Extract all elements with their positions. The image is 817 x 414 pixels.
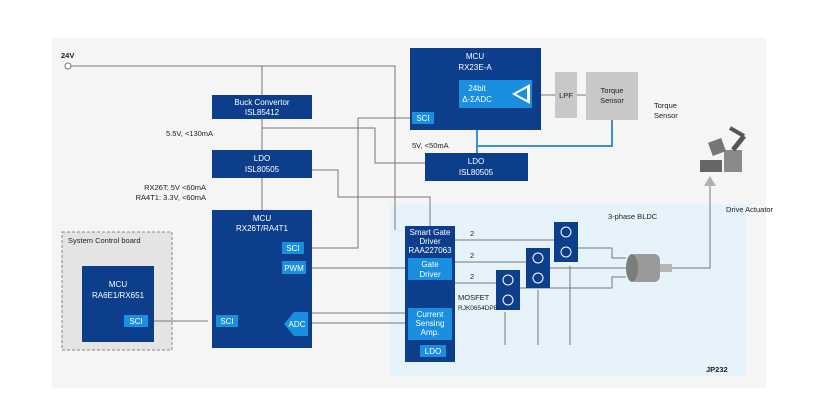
lpf-label: LPF — [559, 91, 573, 100]
ldo1-output-b: RA4T1: 3.3V, <60mA — [136, 193, 206, 202]
mosfet-icon — [560, 246, 572, 258]
robot-arm-icon — [700, 126, 746, 172]
mosfet-icon — [532, 272, 544, 284]
mcu-adc-port — [284, 312, 308, 336]
buck-output: 5.5V, <130mA — [166, 129, 213, 138]
lpf-block — [555, 72, 577, 118]
mcu-main-title: MCU — [253, 214, 271, 223]
wire-count-1: 2 — [470, 229, 474, 238]
arrow-actuator — [704, 176, 716, 186]
mcu-top-sci-label: SCI — [416, 114, 429, 123]
wire-24v-rail — [71, 65, 396, 230]
wire-ldo1-gate — [312, 169, 431, 226]
mcu-pwm-label: PWM — [284, 264, 304, 273]
mcu-system-sci-label: SCI — [129, 317, 142, 326]
mcu-sci2-label: SCI — [220, 317, 233, 326]
wire-motor-actuator — [672, 185, 711, 269]
bldc-motor-icon — [626, 254, 672, 282]
wire-count-2: 2 — [470, 251, 474, 260]
sgd-ldo-block — [420, 345, 446, 357]
ldo1-part: ISL80505 — [245, 165, 280, 174]
gate-driver-line2: Driver — [419, 270, 441, 279]
gate-driver-block — [408, 258, 452, 280]
adc-line2: Δ-ΣADC — [462, 95, 492, 104]
mcu-main-part: RX26T/RA4T1 — [236, 224, 289, 233]
mcu-system-block — [82, 266, 154, 342]
sgd-ldo-label: LDO — [425, 347, 441, 356]
buck-convertor-block — [212, 95, 312, 119]
mcu-top-part: RX23E-A — [458, 63, 492, 72]
torque-sensor-in-2: Sensor — [600, 96, 624, 105]
mcu-system-sci-port — [124, 315, 148, 327]
mcu-sci-port — [282, 242, 304, 254]
sgd-line2: Driver — [419, 237, 441, 246]
ldo1-title: LDO — [254, 154, 270, 163]
wire-phase-a — [578, 247, 626, 259]
sgd-line1: Smart Gate — [410, 228, 451, 237]
mcu-sci-label: SCI — [286, 244, 299, 253]
csa-line3: Amp. — [421, 328, 440, 337]
supply-terminal — [64, 62, 72, 70]
mosfet-icon — [532, 252, 544, 264]
torque-sensor-out-2: Sensor — [654, 111, 678, 120]
wire-phase-c — [520, 276, 626, 289]
gate-driver-line1: Gate — [421, 260, 439, 269]
ldo2-block — [425, 153, 528, 181]
bldc-title: 3-phase BLDC — [608, 212, 658, 221]
mosfet-group — [496, 222, 578, 310]
torque-sensor-out-1: Torque — [654, 101, 677, 110]
supply-label: 24V — [61, 51, 74, 60]
ldo1-output-a: RX26T: 5V <60mA — [144, 183, 206, 192]
mcu-pwm-port — [282, 261, 306, 274]
mosfet-label-1: MOSFET — [458, 293, 490, 302]
mcu-top-title: MCU — [466, 52, 484, 61]
wire-sensor-power — [477, 120, 613, 147]
mcu-adc-label: ADC — [289, 320, 306, 329]
mosfet-pair-1 — [554, 222, 578, 262]
torque-sensor-block — [586, 72, 638, 120]
mosfet-icon — [502, 274, 514, 286]
board-id: JP232 — [706, 365, 728, 374]
ldo2-input: 5V, <50mA — [412, 141, 449, 150]
system-board-label: System Control board — [68, 236, 141, 245]
mosfet-pair-2 — [526, 248, 550, 288]
csa-line1: Current — [417, 310, 444, 319]
mcu-system-title: MCU — [109, 280, 127, 289]
ldo2-part: ISL80505 — [459, 168, 494, 177]
sgd-line3: RAA227063 — [408, 246, 452, 255]
mosfet-label-2: RJK0654DPB — [458, 305, 498, 312]
ldo2-title: LDO — [468, 157, 484, 166]
wire-count-3: 2 — [470, 272, 474, 281]
buck-part: ISL85412 — [245, 108, 280, 117]
mcu-system-part: RA6E1/RX651 — [92, 291, 145, 300]
adc-line1: 24bit — [468, 84, 486, 93]
mcu-sci2-port — [216, 315, 238, 327]
drive-actuator-label: Drive Actuator — [726, 205, 774, 214]
mosfet-pair-3 — [496, 270, 520, 310]
buck-title: Buck Convertor — [234, 98, 289, 107]
mosfet-icon — [560, 226, 572, 238]
mosfet-icon — [502, 294, 514, 306]
amplifier-inner — [516, 88, 527, 100]
wire-buck-ldo2 — [262, 127, 425, 164]
mcu-top-sci-port — [412, 112, 434, 124]
torque-sensor-in-1: Torque — [601, 86, 624, 95]
current-sensing-block — [408, 308, 452, 340]
wire-sci-link — [303, 117, 410, 249]
csa-line2: Sensing — [416, 319, 445, 328]
ldo1-block — [212, 150, 312, 178]
